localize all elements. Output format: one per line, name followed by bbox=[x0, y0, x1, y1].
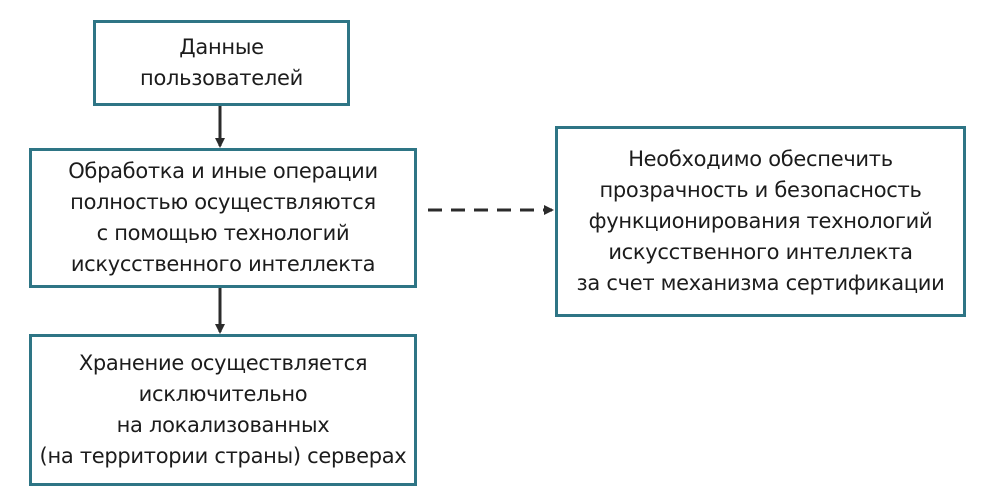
node-text-line: Необходимо обеспечить bbox=[628, 147, 893, 171]
node-certification: Необходимо обеспечить прозрачность и без… bbox=[555, 126, 966, 317]
node-text-line: искусственного интеллекта bbox=[608, 240, 913, 264]
node-text-line: прозрачность и безопасность bbox=[599, 178, 922, 202]
node-ai-processing: Обработка и иные операции полностью осущ… bbox=[29, 148, 417, 288]
node-text-line: пользователей bbox=[140, 66, 303, 90]
node-text-line: на локализованных bbox=[116, 413, 330, 437]
node-text-line: Хранение осуществляется bbox=[78, 351, 368, 375]
node-text-line: Обработка и иные операции bbox=[68, 159, 378, 183]
node-text-line: исключительно bbox=[138, 382, 308, 406]
node-text-line: за счет механизма сертификации bbox=[576, 271, 945, 295]
node-text-line: искусственного интеллекта bbox=[70, 252, 376, 276]
node-text-line: Данные bbox=[179, 35, 264, 59]
node-text-line: (на территории страны) серверах bbox=[39, 444, 407, 468]
node-user-data: Данные пользователей bbox=[93, 20, 350, 106]
node-text-line: с помощью технологий bbox=[96, 221, 350, 245]
node-local-storage: Хранение осуществляется исключительно на… bbox=[29, 334, 417, 486]
node-text-line: функционирования технологий bbox=[588, 209, 933, 233]
node-text-line: полностью осуществляются bbox=[70, 190, 376, 214]
